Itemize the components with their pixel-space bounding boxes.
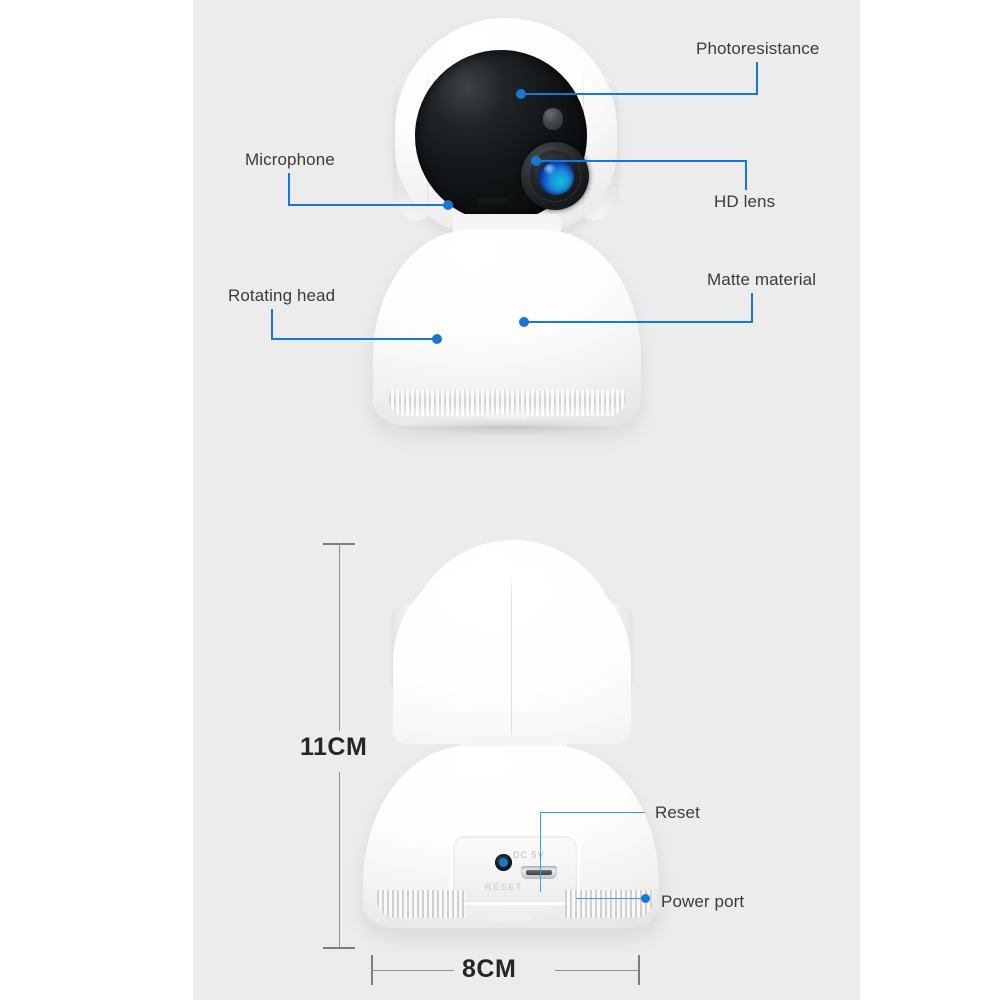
height-dimension-line-lower <box>339 772 340 948</box>
power-port-slot <box>526 870 552 875</box>
callout-leader-matte-material-horizontal <box>524 321 753 323</box>
dc-voltage-marking: DC 5V <box>513 850 545 860</box>
height-dimension-line-upper <box>339 543 340 731</box>
width-dimension-cap-right <box>638 955 640 985</box>
camera-front-view-illustration <box>355 18 655 458</box>
camera-base-foot <box>487 414 527 426</box>
callout-leader-reset-vertical <box>540 812 541 892</box>
callout-leader-microphone-horizontal <box>288 204 447 206</box>
reset-text-marking: RESET <box>485 882 524 892</box>
callout-dot-hd-lens <box>531 156 541 166</box>
callout-dot-photoresistance <box>516 89 526 99</box>
callout-leader-hd-lens-vertical <box>745 160 747 190</box>
callout-label-hd-lens: HD lens <box>714 192 776 211</box>
hd-lens-barrel <box>521 142 589 210</box>
callout-label-microphone: Microphone <box>245 150 335 169</box>
rear-head-panel <box>393 568 631 744</box>
photoresistance-sensor <box>543 108 563 130</box>
width-dimension-line-right <box>555 970 640 971</box>
callout-label-power-port: Power port <box>661 892 745 911</box>
callout-leader-power-port-horizontal <box>576 898 646 899</box>
callout-dot-matte-material <box>519 317 529 327</box>
rear-base-foot <box>491 916 533 927</box>
callout-leader-microphone-vertical <box>288 173 290 206</box>
callout-leader-matte-material-vertical <box>751 293 753 323</box>
callout-leader-photoresistance-horizontal <box>521 93 758 95</box>
height-dimension-cap-bottom <box>323 947 355 949</box>
camera-rear-view-illustration: DC 5V RESET <box>355 540 665 950</box>
callout-dot-rotating-head <box>432 334 442 344</box>
width-dimension-line-left <box>371 970 454 971</box>
lens-glint <box>544 164 557 175</box>
callout-leader-rotating-head-vertical <box>271 309 273 340</box>
lens-glass <box>538 159 574 195</box>
callout-label-reset: Reset <box>655 803 700 822</box>
rear-port-plate: DC 5V RESET <box>453 836 577 902</box>
callout-leader-reset-horizontal <box>540 812 645 813</box>
callout-label-rotating-head: Rotating head <box>228 286 336 305</box>
callout-label-matte-material: Matte material <box>707 270 817 289</box>
callout-leader-photoresistance-vertical <box>756 62 758 94</box>
reset-button-hole[interactable] <box>495 854 512 871</box>
callout-dot-microphone <box>443 200 453 210</box>
rear-vent-grill-right <box>565 890 653 918</box>
camera-drop-shadow <box>395 418 619 436</box>
power-port-micro-usb[interactable] <box>521 866 557 879</box>
camera-lens-face <box>415 50 589 222</box>
height-dimension-label: 11CM <box>300 733 368 761</box>
callout-leader-hd-lens-horizontal <box>536 160 747 162</box>
width-dimension-label: 8CM <box>462 955 517 983</box>
vent-shading <box>389 390 625 416</box>
callout-dot-power-port <box>641 894 650 903</box>
ir-led-strip <box>477 198 511 208</box>
rear-head-seam <box>511 574 512 746</box>
callout-label-photoresistance: Photoresistance <box>696 39 820 58</box>
rear-vent-grill-left <box>377 890 465 918</box>
callout-leader-rotating-head-horizontal <box>271 338 437 340</box>
callout-dot-reset <box>499 858 508 867</box>
